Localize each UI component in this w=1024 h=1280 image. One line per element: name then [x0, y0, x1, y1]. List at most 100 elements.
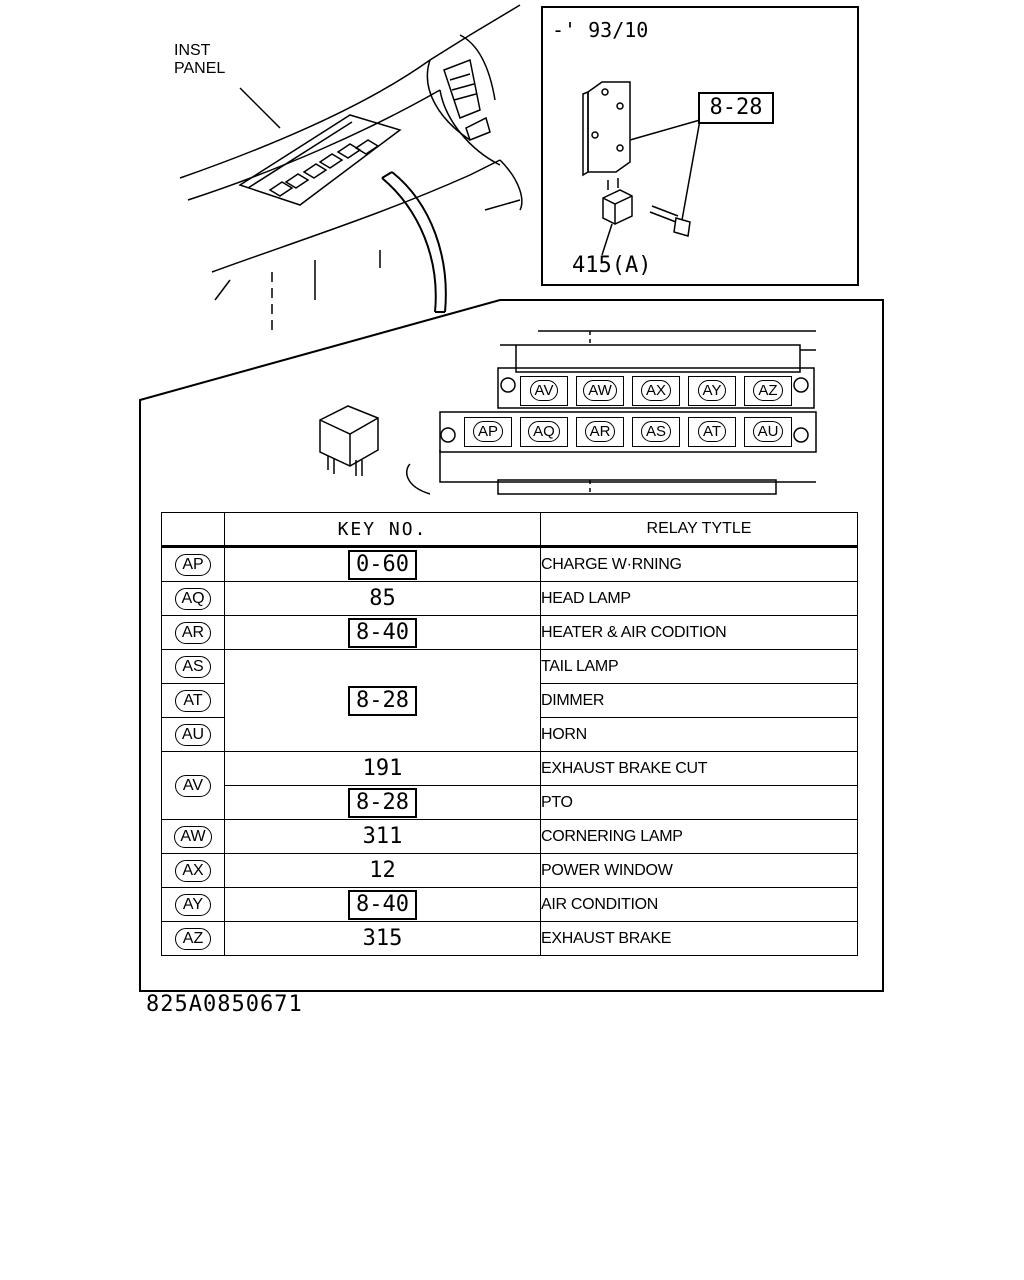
key-number-cell: 191 — [224, 751, 541, 786]
block-slot-au: AU — [744, 417, 792, 447]
relay-type: CORNERING LAMP — [540, 819, 858, 854]
block-slot-label: AR — [584, 421, 616, 442]
table-row: AW 311 CORNERING LAMP — [161, 819, 858, 854]
relay-code: AV — [175, 774, 211, 797]
table-row: AX 12 POWER WINDOW — [161, 853, 858, 888]
key-number-cell: 0-60 — [224, 546, 541, 582]
block-slot-label: AP — [472, 421, 503, 442]
relay-code: AS — [175, 655, 211, 678]
header-key-no: KEY NO. — [224, 512, 541, 548]
block-slot-label: AT — [697, 421, 727, 442]
table-row: AQ 85 HEAD LAMP — [161, 581, 858, 616]
key-number-cell: 85 — [224, 581, 541, 616]
relay-type: TAIL LAMP — [540, 649, 858, 684]
key-number: 8-28 — [348, 685, 417, 716]
block-slot-label: AQ — [528, 421, 560, 442]
relay-type: HEAD LAMP — [540, 581, 858, 616]
callout-arrow — [381, 177, 437, 313]
relay-code: AW — [174, 825, 212, 848]
table-row: AT DIMMER — [161, 683, 858, 718]
relay-type: DIMMER — [540, 683, 858, 718]
block-slot-ap: AP — [464, 417, 512, 447]
relay-type: EXHAUST BRAKE CUT — [540, 751, 858, 786]
relay-code-cell: AX — [161, 853, 225, 888]
block-slot-ay: AY — [688, 376, 736, 406]
block-slot-label: AY — [697, 380, 727, 401]
key-number-cell: 311 — [224, 819, 541, 854]
key-number-cell: 8-28 — [224, 785, 541, 820]
block-slot-aq: AQ — [520, 417, 568, 447]
relay-code: AT — [175, 689, 211, 712]
key-number-cell: 8-28 — [224, 649, 541, 752]
key-number-cell: 8-40 — [224, 887, 541, 922]
relay-code-cell: AS — [161, 649, 225, 684]
relay-type: AIR CONDITION — [540, 887, 858, 922]
relay-code-cell: AT — [161, 683, 225, 718]
instrument-panel-sketch — [179, 4, 523, 330]
relay-code: AZ — [175, 927, 211, 950]
block-slot-as: AS — [632, 417, 680, 447]
block-slot-aw: AW — [576, 376, 624, 406]
inst-panel-label-line1: INST — [174, 42, 211, 59]
block-slot-az: AZ — [744, 376, 792, 406]
inset-frame — [541, 6, 859, 286]
relay-code: AU — [175, 723, 211, 746]
inset-date: -' 93/10 — [552, 18, 649, 42]
relay-sketch — [319, 405, 379, 476]
block-slot-label: AS — [640, 421, 671, 442]
relay-code-cell: AR — [161, 615, 225, 650]
block-slot-ax: AX — [632, 376, 680, 406]
header-code — [161, 512, 225, 548]
relay-code-cell: AQ — [161, 581, 225, 616]
relay-code-cell: AP — [161, 546, 225, 582]
relay-code-cell: AZ — [161, 921, 225, 956]
key-number: 12 — [369, 858, 396, 883]
key-number: 0-60 — [348, 549, 417, 580]
relay-code: AP — [175, 553, 211, 576]
key-number-cell: 315 — [224, 921, 541, 956]
table-row: AV 191 EXHAUST BRAKE CUT — [161, 751, 858, 820]
document-id: 825A0850671 — [146, 992, 303, 1017]
relay-code-cell: AW — [161, 819, 225, 854]
table-header-row: KEY NO. RELAY TYTLE — [161, 512, 858, 548]
detail-frame — [139, 299, 884, 992]
block-slot-ar: AR — [576, 417, 624, 447]
relay-type: PTO — [540, 785, 858, 820]
block-slot-label: AW — [583, 380, 617, 401]
block-slot-label: AZ — [753, 380, 783, 401]
table-row: AR 8-40 HEATER & AIR CODITION — [161, 615, 858, 650]
relay-code-cell: AY — [161, 887, 225, 922]
inst-panel-label: INST PANEL — [174, 42, 225, 78]
key-number-cell: 8-40 — [224, 615, 541, 650]
key-number: 8-28 — [348, 787, 417, 818]
relay-code-cell: AU — [161, 717, 225, 752]
relay-code: AY — [175, 893, 211, 916]
relay-code: AX — [175, 859, 211, 882]
header-relay-type: RELAY TYTLE — [540, 512, 858, 548]
key-number: 315 — [362, 926, 403, 951]
relay-type: HEATER & AIR CODITION — [540, 615, 858, 650]
key-number: 311 — [362, 824, 403, 849]
bracket-sketch — [582, 81, 701, 256]
relay-code: AQ — [175, 587, 211, 610]
inset-key-number: 8-28 — [698, 92, 774, 124]
table-row: 8-28 PTO — [162, 785, 858, 820]
relay-block-sketch — [406, 330, 817, 495]
relay-code-cell: AV — [161, 751, 225, 820]
relay-type: HORN — [540, 717, 858, 752]
block-slot-av: AV — [520, 376, 568, 406]
key-number: 8-40 — [348, 617, 417, 648]
relay-type: POWER WINDOW — [540, 853, 858, 888]
key-number-cell: 12 — [224, 853, 541, 888]
block-slot-label: AU — [752, 421, 784, 442]
key-number: 8-40 — [348, 889, 417, 920]
block-slot-label: AV — [529, 380, 559, 401]
key-number: 191 — [362, 756, 403, 781]
table-row: AS 8-28 TAIL LAMP — [161, 649, 858, 752]
inst-panel-label-line2: PANEL — [174, 60, 226, 77]
key-number: 85 — [369, 586, 396, 611]
relay-code: AR — [175, 621, 211, 644]
